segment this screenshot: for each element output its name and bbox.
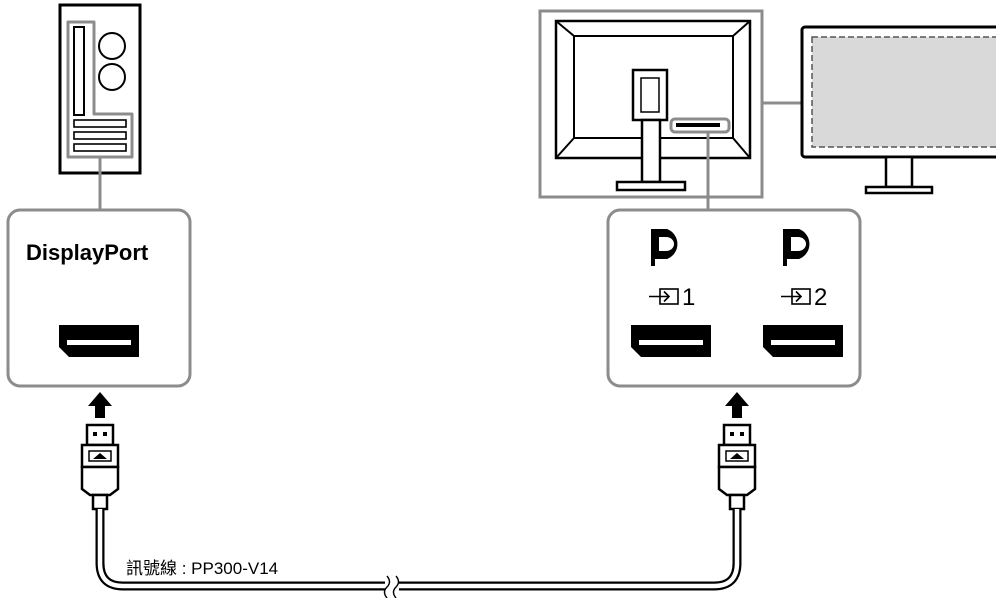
- input-1: 1: [631, 229, 711, 357]
- up-arrow-icon: [725, 392, 749, 418]
- monitor-input-panel: 1 2: [606, 208, 862, 388]
- pc-tower: [58, 3, 142, 210]
- monitor-back: [538, 9, 802, 210]
- displayport-plug-icon: [717, 423, 757, 511]
- connector-label: DisplayPort: [26, 240, 149, 265]
- input-arrow-icon: [781, 288, 811, 305]
- input-arrow-icon: [649, 288, 679, 305]
- displayport-logo-icon: [783, 229, 810, 266]
- up-arrow-icon: [88, 392, 112, 418]
- cable-label: 訊號線 : PP300-V14: [126, 559, 278, 578]
- pc-connector-panel: DisplayPort: [6, 208, 192, 388]
- displayport-plug-icon: [80, 423, 120, 511]
- displayport-logo-icon: [651, 229, 678, 266]
- input-number: 2: [814, 284, 827, 311]
- input-number: 1: [682, 284, 695, 311]
- input-2: 2: [763, 229, 843, 357]
- monitor-front: [800, 25, 996, 195]
- displayport-cable: [80, 423, 757, 598]
